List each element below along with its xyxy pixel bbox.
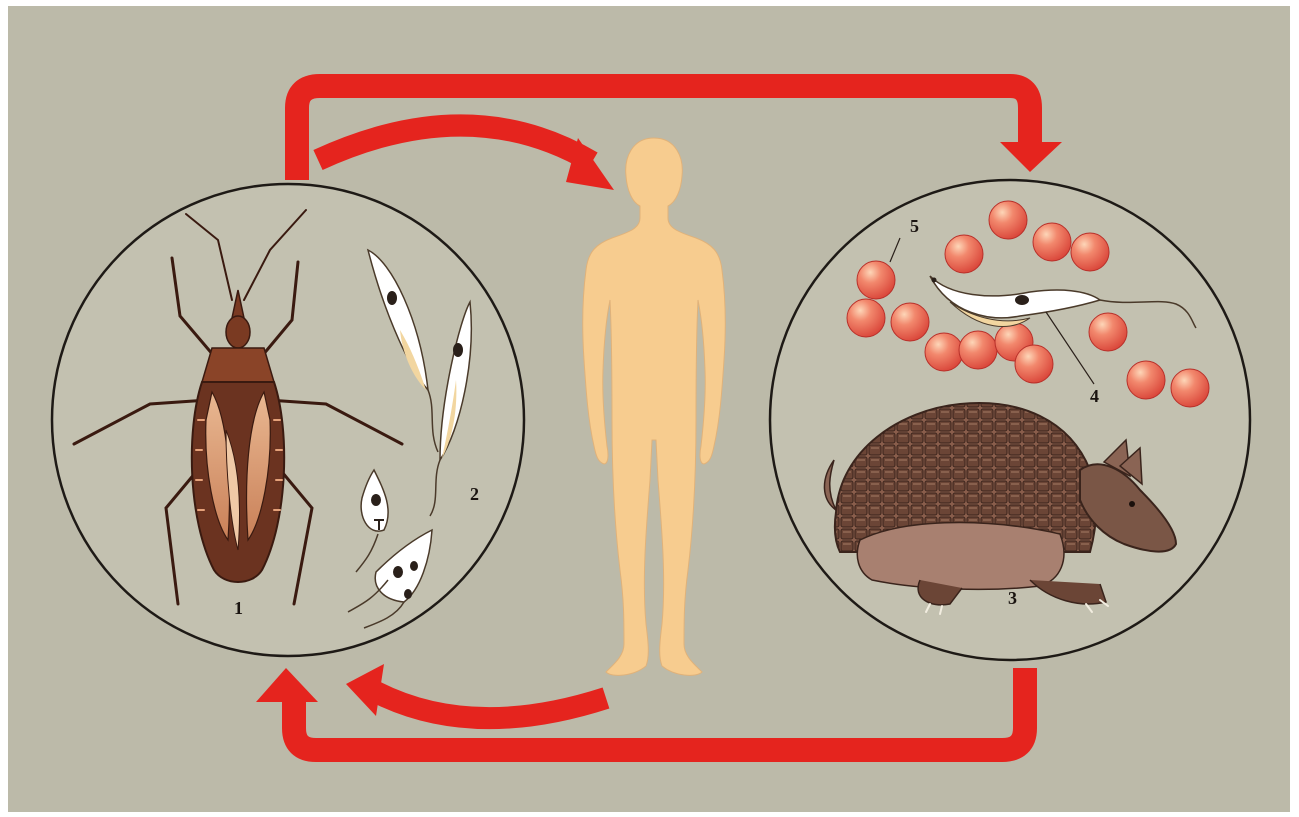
- label-red-blood-cells: 5: [910, 216, 919, 236]
- red-blood-cell: [857, 261, 895, 299]
- label-bug: 1: [234, 598, 243, 618]
- red-blood-cell: [1015, 345, 1053, 383]
- red-blood-cell: [1033, 223, 1071, 261]
- red-blood-cell: [945, 235, 983, 273]
- label-trypanosomes: 2: [470, 484, 479, 504]
- label-armadillo: 3: [1008, 588, 1017, 608]
- red-blood-cell: [959, 331, 997, 369]
- red-blood-cell: [989, 201, 1027, 239]
- red-blood-cell: [1089, 313, 1127, 351]
- red-blood-cell: [1071, 233, 1109, 271]
- red-blood-cell: [891, 303, 929, 341]
- red-blood-cell: [847, 299, 885, 337]
- label-trypanosome-in-blood: 4: [1090, 386, 1099, 406]
- red-blood-cell: [1171, 369, 1209, 407]
- red-blood-cell: [1127, 361, 1165, 399]
- red-blood-cell: [925, 333, 963, 371]
